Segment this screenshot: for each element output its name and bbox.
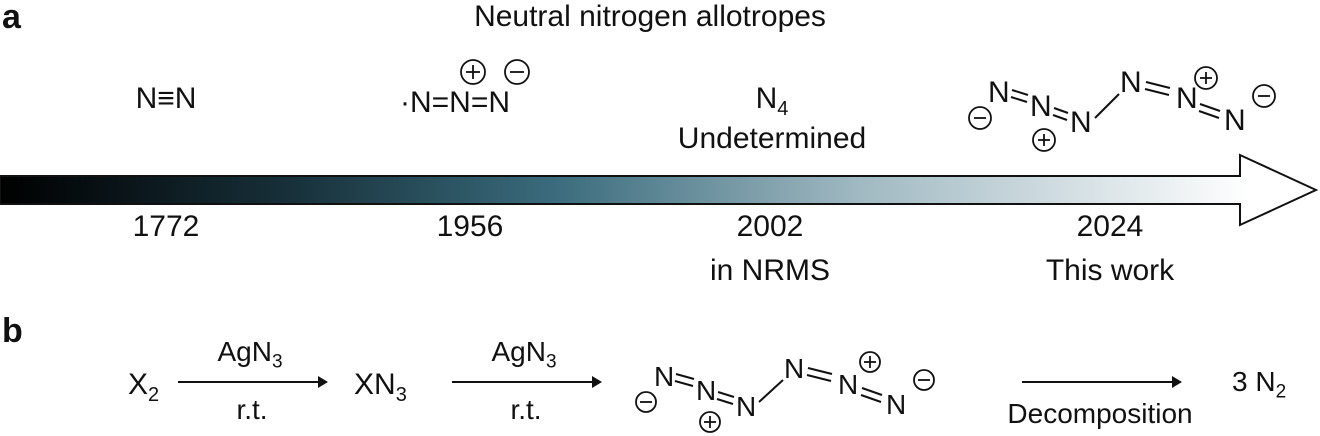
step3-arrow [1022,376,1182,388]
n6b-atom-5: N [838,369,858,400]
product-3n2: 3 N2 [1232,366,1286,404]
n6a-atom-3: N [1070,106,1092,139]
step1-arrow [178,376,328,388]
n6a-atom-1: N [988,76,1010,109]
reactant-sub: 2 [148,384,160,406]
year-1956: 1956 [436,210,504,243]
step1-reagent-main: AgN [217,336,272,367]
n6a-atom-6: N [1224,104,1246,137]
step2-reagent: AgN3 [491,336,556,374]
step2-condition: r.t. [510,394,542,425]
n6-structure-b: N N N N N N [635,351,935,433]
intermediate-sub: 3 [395,384,407,406]
minus-charge-icon [968,106,992,130]
minus-charge-icon [504,59,530,85]
n6b-atom-3: N [736,391,756,422]
n6a-atom-5: N [1176,82,1198,115]
year-1772: 1772 [132,210,200,243]
n4-undetermined-note: Undetermined [677,122,867,155]
azide-charges [460,59,530,85]
n6b-atom-4: N [784,353,804,384]
timeline-arrow [0,153,1319,227]
panel-a-label: a [2,0,21,36]
formula-azide-radical: ·N=N=N [400,86,511,119]
plus-charge-icon [460,59,486,85]
intermediate-main: XN [354,368,396,401]
intermediate-xn3: XN3 [354,368,407,407]
formula-n4-sub: 4 [777,98,789,120]
minus-charge-icon [913,369,935,391]
year-2002: 2002 [736,210,804,243]
formula-n4-main: N [755,82,778,115]
step1-reagent-sub: 3 [271,351,283,373]
panel-a-title: Neutral nitrogen allotropes [474,0,826,33]
formula-n4: N4 [756,82,789,121]
n6-structure-a: N N N N N N [968,66,1276,152]
step2-arrow [452,376,602,388]
plus-charge-icon [699,411,721,433]
plus-charge-icon [1194,66,1218,90]
reactant-main: X [128,368,149,401]
n6b-atom-1: N [654,361,674,392]
step1-condition: r.t. [236,394,268,425]
n6b-atom-2: N [696,375,716,406]
plus-charge-icon [859,351,881,373]
year-2024: 2024 [1076,210,1144,243]
plus-charge-icon [1032,128,1056,152]
minus-charge-icon [1252,84,1276,108]
n6b-atom-6: N [886,389,906,420]
n6a-atom-4: N [1120,66,1142,99]
step3-label: Decomposition [1007,398,1193,429]
year-2024-note: This work [1045,254,1175,287]
year-2002-note: in NRMS [709,254,831,287]
minus-charge-icon [635,391,657,413]
panel-b-label: b [2,312,23,350]
step1-reagent: AgN3 [217,336,282,374]
product-main: 3 N [1232,366,1276,397]
timeline-arrow-body [0,153,1319,227]
product-sub: 2 [1275,381,1287,403]
reactant-x2: X2 [128,368,159,407]
n6a-atom-2: N [1030,90,1052,123]
step2-reagent-main: AgN [491,336,546,367]
formula-dinitrogen: N≡N [135,82,197,115]
step2-reagent-sub: 3 [545,351,557,373]
